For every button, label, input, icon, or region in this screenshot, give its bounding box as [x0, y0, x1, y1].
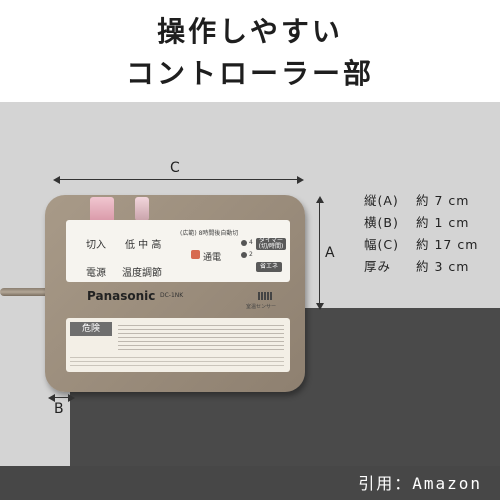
timer-indicator-4: [241, 240, 247, 246]
timer-indicator-2: [241, 252, 247, 258]
sensor-grille-icon: [258, 292, 272, 300]
power-led-icon: [191, 250, 200, 259]
dimension-c-arrow-right-icon: [297, 176, 304, 184]
source-credit: 引用：Amazon: [358, 474, 482, 493]
credit-bar: [0, 466, 500, 500]
dimension-a-arrow-down-icon: [316, 303, 324, 310]
control-panel: [66, 220, 290, 282]
temperature-slider[interactable]: [135, 197, 149, 221]
dimension-b-arrow-right-icon: [68, 394, 75, 402]
temperature-levels: 低 中 高: [125, 240, 162, 251]
spec-row: 縦(A)約 7 cm: [364, 193, 470, 208]
brand-logo: Panasonic: [87, 289, 156, 303]
temperature-label: 温度調節: [122, 268, 162, 279]
title-line-1: 操作しやすい: [157, 15, 343, 48]
dimension-a-arrow-up-icon: [316, 196, 324, 203]
warning-heading: 危険: [70, 322, 112, 336]
spec-row: 横(B)約 1 cm: [364, 215, 470, 230]
spec-list: 縦(A)約 7 cm 横(B)約 1 cm 幅(C)約 17 cm 厚み約 3 …: [364, 190, 478, 278]
dimension-a-label: A: [325, 245, 335, 261]
timer-number-2: 2: [249, 251, 253, 258]
timer-button[interactable]: タイマー (切/時間): [256, 238, 286, 250]
dimension-c-label: C: [170, 160, 180, 176]
title-line-2: コントローラー部: [125, 57, 374, 90]
spec-row: 厚み約 3 cm: [364, 259, 470, 274]
dimension-a-line: [319, 198, 320, 308]
spec-row: 幅(C)約 17 cm: [364, 237, 479, 252]
model-number: DC-1NK: [160, 292, 184, 299]
dimension-b-label: B: [54, 401, 64, 417]
warning-text-lines: [118, 322, 284, 352]
dimension-c-line: [55, 179, 301, 180]
timer-number-4: 4: [249, 239, 253, 246]
dimension-b-line: [50, 397, 72, 398]
header: 操作しやすい コントローラー部: [0, 0, 500, 102]
timer-note: (広範) 8時間後自動切: [180, 230, 239, 237]
room-sensor-label: 室温センサー: [246, 304, 277, 310]
power-switch-label: 切入: [86, 240, 106, 251]
dimension-b-arrow-left-icon: [48, 394, 55, 402]
dimension-c-arrow-left-icon: [53, 176, 60, 184]
led-label: 通電: [203, 253, 222, 263]
power-switch-top[interactable]: [90, 197, 114, 223]
power-cord: [0, 288, 50, 296]
power-label: 電源: [86, 268, 106, 279]
warning-footnote-lines: [70, 354, 284, 368]
eco-button[interactable]: 省エネ: [256, 262, 282, 272]
